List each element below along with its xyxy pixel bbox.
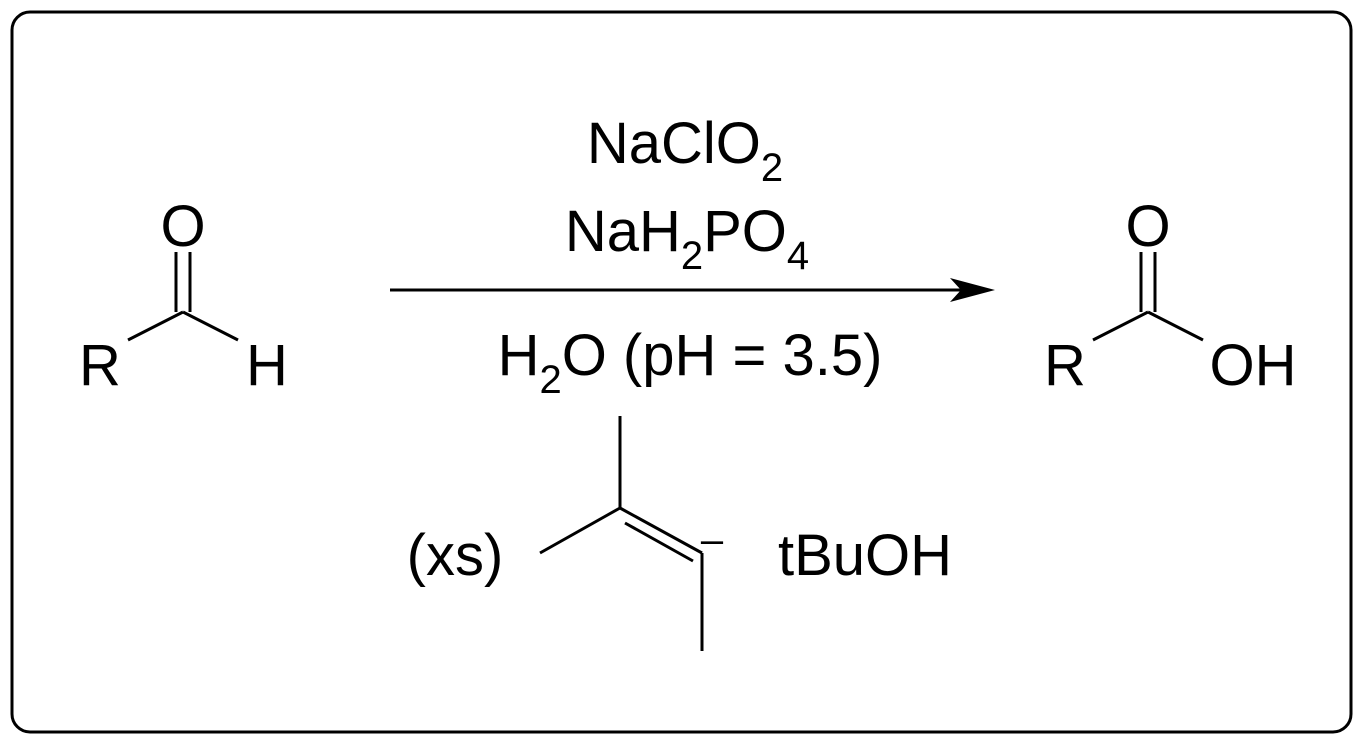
solvent-tbuoh: tBuOH <box>778 523 952 588</box>
reagent-nah2po4: NaH2PO4 <box>565 199 809 278</box>
bond-c-h <box>182 310 239 342</box>
scavenger-charge-mark: – <box>701 518 724 562</box>
product-carboxylic-acid: O R OH <box>1044 194 1296 398</box>
scheme-frame <box>10 10 1353 734</box>
bond-methyl-left <box>539 506 621 555</box>
product-oxygen: O <box>1125 194 1170 259</box>
scavenger-2-methyl-2-butene <box>539 416 704 651</box>
bond-r-c <box>1092 310 1149 342</box>
double-bond-cc-inner <box>624 521 694 563</box>
condition-water-ph: H2O (pH = 3.5) <box>498 323 883 402</box>
product-hydroxyl: OH <box>1210 333 1297 398</box>
reaction-arrow <box>390 278 995 302</box>
reagent-naclo2: NaClO2 <box>587 111 783 190</box>
double-bond-cc-outer <box>619 506 703 555</box>
bond-c-oh <box>1147 310 1204 342</box>
reactant-hydrogen: H <box>246 333 288 398</box>
product-r-group: R <box>1044 333 1086 398</box>
bond-r-c <box>127 310 184 342</box>
reactant-aldehyde: O R H <box>79 194 288 398</box>
reactant-oxygen: O <box>160 194 205 259</box>
reactant-r-group: R <box>79 333 121 398</box>
scavenger-amount: (xs) <box>407 523 504 588</box>
